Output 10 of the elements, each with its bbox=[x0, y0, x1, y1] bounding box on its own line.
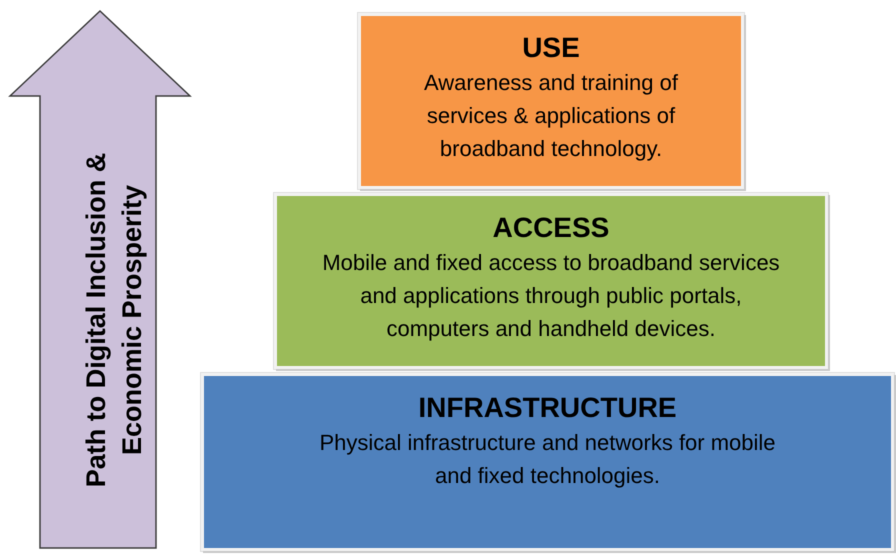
tier-title: INFRASTRUCTURE bbox=[418, 391, 677, 425]
pyramid-tier-box bbox=[201, 373, 894, 551]
pyramid-tier-box bbox=[274, 193, 828, 369]
tier-title: USE bbox=[522, 31, 580, 65]
arrow-label: Path to Digital Inclusion & Economic Prosperity bbox=[80, 152, 148, 490]
tier-title: ACCESS bbox=[492, 211, 610, 245]
tier-description: Physical infrastructure and networks for mobile and fixed technologies. bbox=[318, 429, 777, 490]
pyramid-tier-box bbox=[358, 13, 744, 189]
tier-description: Mobile and fixed access to broadband services and applications through public portals, computers and handheld devices. bbox=[321, 249, 781, 343]
tier-description: Awareness and training of services & applications of broadband technology. bbox=[423, 69, 679, 163]
